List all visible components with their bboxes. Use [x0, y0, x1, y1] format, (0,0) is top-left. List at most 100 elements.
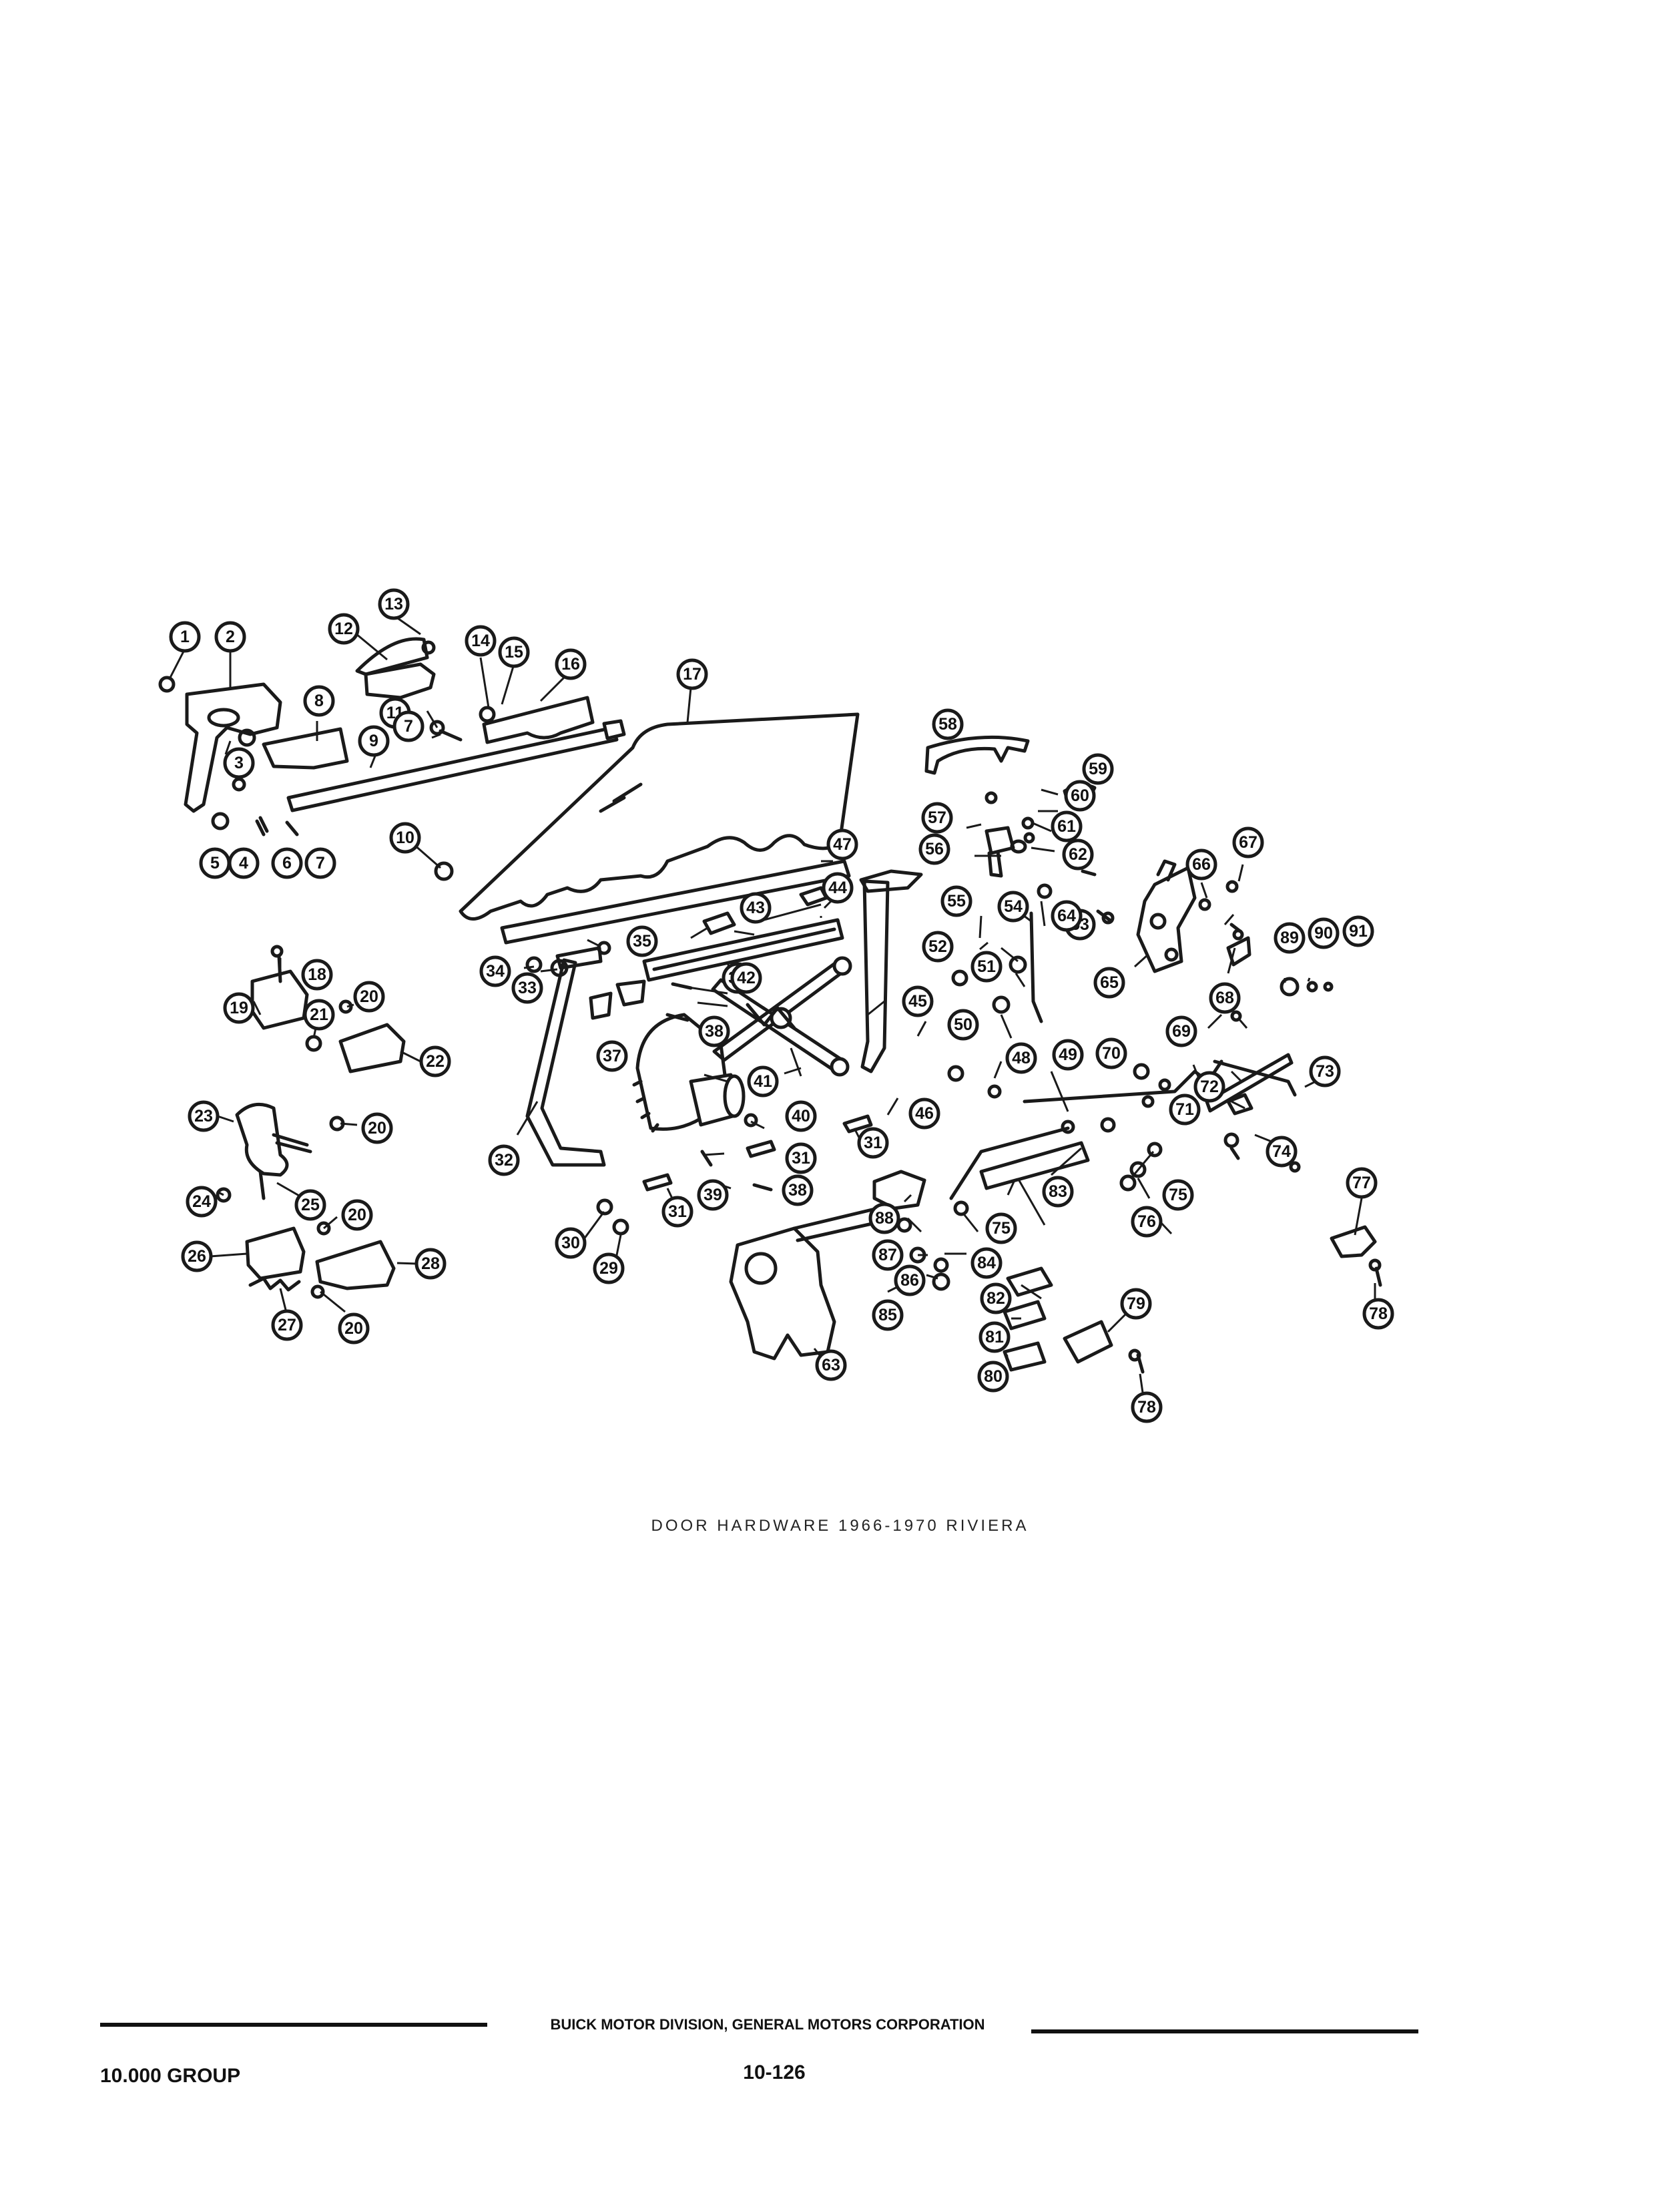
callout: 54	[997, 891, 1029, 923]
svg-text:84: 84	[977, 1254, 996, 1272]
check-link-rod	[272, 1133, 312, 1154]
svg-text:13: 13	[384, 595, 403, 614]
callout: 7	[392, 710, 425, 742]
callout: 64	[1051, 900, 1083, 932]
svg-text:32: 32	[495, 1151, 513, 1170]
rail-end-cap	[602, 719, 626, 740]
support-bracket	[364, 662, 436, 700]
svg-text:39: 39	[704, 1186, 722, 1204]
svg-text:79: 79	[1127, 1294, 1145, 1313]
svg-text:15: 15	[505, 643, 523, 662]
check-link	[235, 1102, 289, 1177]
callout: 62	[1062, 838, 1094, 871]
remote-bracket	[872, 1170, 926, 1210]
callout: 16	[555, 648, 587, 680]
remote-rod	[949, 1126, 1070, 1200]
lock-cylinder	[985, 826, 1015, 855]
callout: 38	[782, 1174, 814, 1206]
callout: 43	[740, 892, 772, 924]
svg-text:38: 38	[705, 1022, 724, 1041]
callout: 29	[593, 1252, 625, 1284]
lock-rod	[1029, 911, 1043, 1023]
pad-bracket	[1006, 1266, 1053, 1297]
inner-pad	[1063, 1320, 1113, 1364]
callout: 38	[698, 1015, 730, 1047]
callout: 17	[676, 658, 708, 690]
stop-bracket	[702, 911, 736, 935]
callout: 88	[868, 1202, 900, 1234]
callout: 14	[465, 625, 497, 657]
callout: 66	[1185, 848, 1217, 881]
outside-handle	[924, 735, 1030, 775]
latch-rivet	[1164, 947, 1179, 962]
svg-text:40: 40	[792, 1107, 810, 1126]
callout: 12	[328, 613, 360, 645]
svg-text:7: 7	[404, 717, 413, 736]
callout: 58	[932, 708, 964, 740]
callout: 33	[511, 972, 543, 1004]
footer-rule-left	[100, 2023, 487, 2027]
regulator-roller	[830, 1057, 850, 1077]
latch-rivet	[1149, 913, 1167, 930]
callout: 5	[199, 847, 231, 879]
pad-bracket	[1003, 1300, 1047, 1330]
callout: 20	[338, 1312, 370, 1344]
upper-hinge-strap	[338, 1023, 406, 1073]
svg-text:14: 14	[471, 632, 490, 650]
svg-text:55: 55	[947, 892, 966, 911]
svg-text:77: 77	[1352, 1174, 1371, 1192]
svg-text:60: 60	[1071, 786, 1089, 805]
callout: 3	[223, 747, 255, 779]
callout: 35	[626, 925, 658, 957]
callout: 46	[908, 1097, 940, 1130]
callout: 86	[894, 1264, 926, 1296]
svg-text:90: 90	[1314, 924, 1333, 943]
callout: 78	[1362, 1298, 1394, 1330]
svg-text:24: 24	[192, 1192, 211, 1211]
small-clip	[842, 1114, 873, 1134]
callout: 8	[303, 685, 335, 717]
svg-text:72: 72	[1200, 1077, 1219, 1096]
svg-text:78: 78	[1137, 1398, 1156, 1417]
regulator-roller	[832, 956, 852, 976]
callout: 31	[857, 1127, 889, 1159]
callout: 47	[826, 828, 858, 861]
svg-text:5: 5	[210, 854, 220, 873]
svg-text:20: 20	[360, 987, 378, 1006]
callout: 4	[228, 847, 260, 879]
svg-text:86: 86	[900, 1271, 919, 1290]
svg-text:22: 22	[426, 1052, 445, 1071]
callout: 57	[921, 802, 953, 834]
callout: 20	[341, 1199, 373, 1231]
callout: 20	[361, 1112, 393, 1144]
callout: 71	[1169, 1093, 1201, 1126]
svg-text:76: 76	[1137, 1212, 1156, 1231]
callout: 1	[169, 621, 201, 653]
svg-text:56: 56	[925, 840, 944, 859]
svg-text:4: 4	[239, 854, 248, 873]
svg-text:38: 38	[788, 1181, 807, 1200]
callout: 60	[1064, 780, 1096, 812]
remote-control-hub	[744, 1252, 778, 1285]
callout: 61	[1051, 810, 1083, 842]
svg-text:27: 27	[278, 1316, 296, 1334]
svg-text:81: 81	[985, 1328, 1004, 1347]
callout: 9	[358, 725, 390, 757]
diagram-caption: DOOR HARDWARE 1966-1970 RIVIERA	[651, 1517, 1029, 1535]
callout: 44	[822, 872, 854, 904]
callout: 28	[414, 1248, 447, 1280]
svg-text:28: 28	[421, 1254, 440, 1273]
svg-text:17: 17	[683, 665, 702, 684]
group-label: 10.000 GROUP	[100, 2065, 241, 2087]
svg-text:67: 67	[1239, 833, 1257, 852]
pad-bracket	[1003, 1341, 1047, 1372]
svg-text:45: 45	[908, 992, 927, 1011]
callout: 21	[303, 999, 335, 1031]
callout: 27	[271, 1309, 303, 1341]
callout: 55	[940, 885, 972, 917]
svg-text:3: 3	[234, 754, 244, 772]
callout: 31	[661, 1196, 693, 1228]
svg-text:18: 18	[308, 965, 326, 984]
svg-text:89: 89	[1280, 929, 1299, 947]
